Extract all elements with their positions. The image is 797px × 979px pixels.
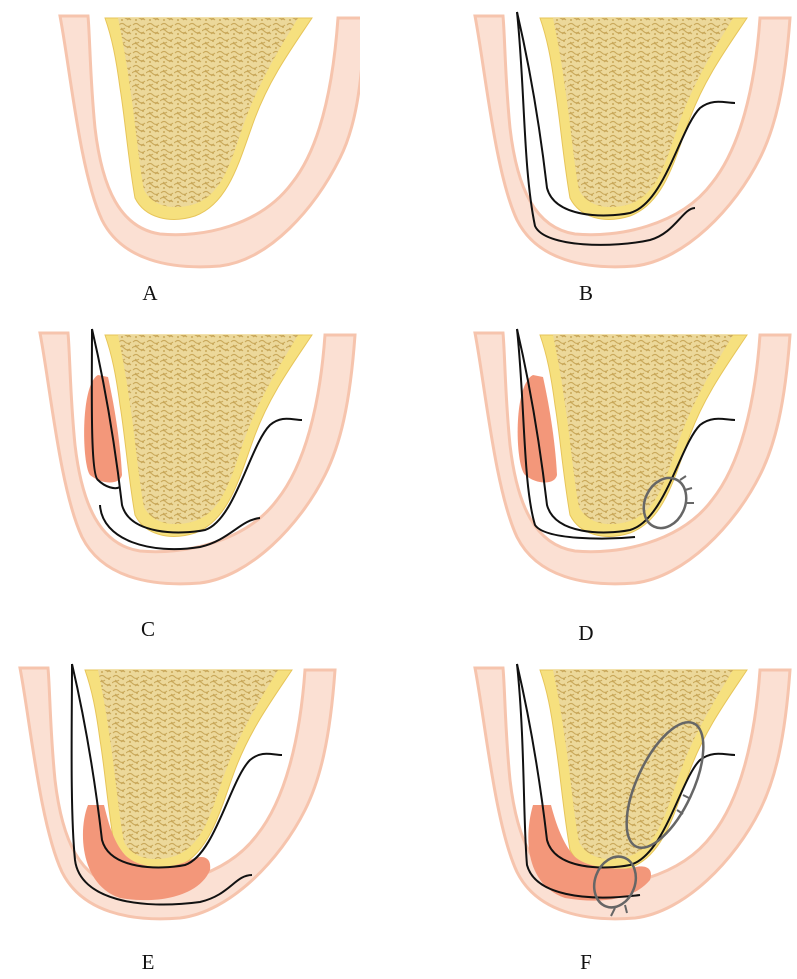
panel-B-drawing bbox=[455, 8, 795, 278]
cancellous-bone bbox=[553, 335, 733, 524]
panel-F bbox=[455, 660, 795, 930]
panel-D-drawing bbox=[455, 325, 795, 595]
panel-B bbox=[455, 8, 795, 278]
panel-label-E: E bbox=[118, 950, 178, 975]
panel-label-B: B bbox=[556, 281, 616, 306]
panel-D bbox=[455, 325, 795, 595]
cancellous-bone bbox=[553, 18, 733, 207]
panel-C-drawing bbox=[20, 325, 360, 595]
panel-label-D: D bbox=[556, 621, 616, 646]
panel-label-C: C bbox=[118, 617, 178, 642]
panel-E-drawing bbox=[0, 660, 340, 930]
panel-A bbox=[20, 8, 360, 278]
panel-label-F: F bbox=[556, 950, 616, 975]
panel-A-drawing bbox=[20, 8, 360, 278]
cancellous-bone bbox=[118, 335, 298, 524]
cancellous-bone bbox=[98, 670, 278, 859]
panel-E bbox=[0, 660, 340, 930]
panel-F-drawing bbox=[455, 660, 795, 930]
panel-C bbox=[20, 325, 360, 595]
cancellous-bone bbox=[118, 18, 298, 207]
panel-label-A: A bbox=[120, 281, 180, 306]
